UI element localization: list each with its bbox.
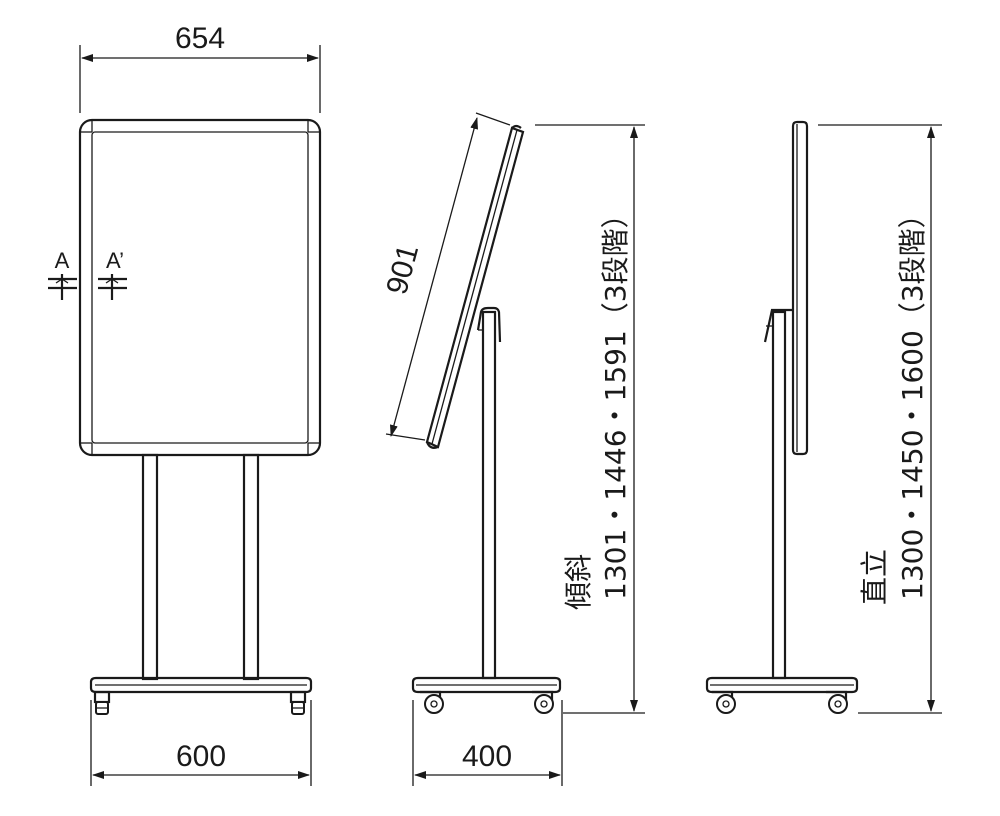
front-pole-right: [242, 453, 260, 681]
side-view-upright: 直立 1300・1450・1600（3段階）: [705, 120, 942, 714]
upright-height-values: 1300・1450・1600（3段階）: [896, 200, 929, 600]
upright-board: [791, 120, 809, 456]
tilted-base: [411, 676, 562, 694]
front-width-label: 654: [175, 22, 225, 55]
front-board-panel: [91, 131, 309, 444]
tilted-height-label: 傾斜: [562, 554, 595, 610]
front-board-frame: [78, 118, 322, 457]
upright-caster-left: [712, 690, 736, 714]
side-base-width-label: 400: [462, 740, 512, 773]
front-base: [89, 676, 313, 694]
base-width-label: 600: [176, 740, 226, 773]
upright-base: [705, 676, 859, 694]
tilted-caster-right: [532, 690, 554, 714]
side-view-tilted: 901 400 傾斜 1301・1446・1591（3段階）: [380, 112, 645, 786]
tilted-caster-left: [420, 690, 444, 714]
svg-text:A’: A’: [106, 248, 124, 273]
section-mark-a: A: [48, 248, 77, 300]
tilted-pole: [481, 310, 497, 680]
svg-text:A: A: [55, 248, 70, 273]
upright-pole: [771, 310, 787, 680]
front-caster-right: [289, 690, 307, 715]
front-caster-left: [93, 690, 111, 715]
upright-height-label: 直立: [858, 549, 891, 605]
board-length-label: 901: [380, 241, 425, 298]
front-view: 654 A A’: [48, 22, 322, 786]
upright-caster-right: [826, 690, 848, 714]
tilted-height-values: 1301・1446・1591（3段階）: [599, 200, 632, 600]
front-pole-left: [141, 453, 159, 681]
section-mark-a-prime: A’: [98, 248, 127, 300]
